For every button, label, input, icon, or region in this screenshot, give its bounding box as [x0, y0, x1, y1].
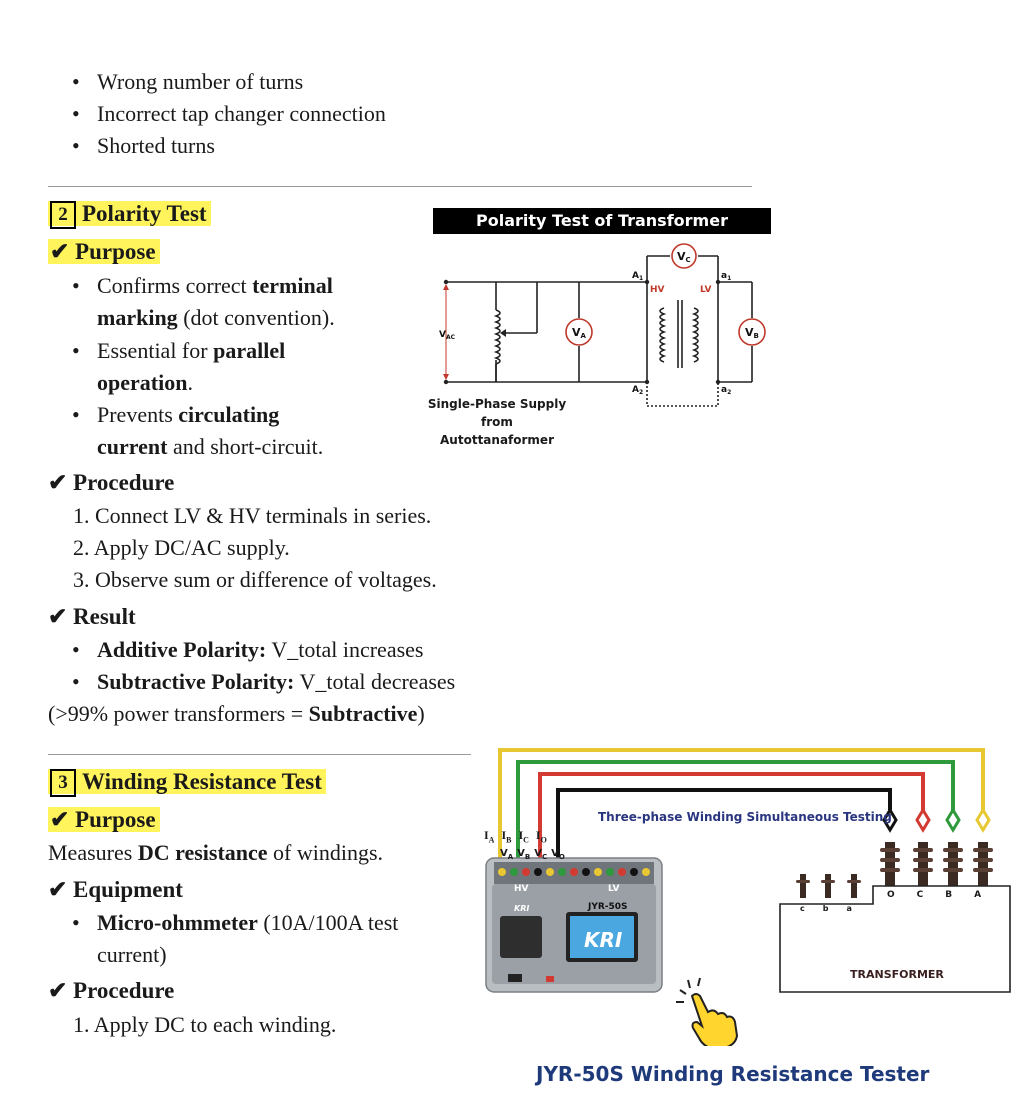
bullet: • [72, 133, 80, 158]
divider [48, 186, 752, 187]
tester-banner: Three-phase Winding Simultaneous Testing [598, 810, 892, 824]
tester-brand: KRI [514, 904, 530, 913]
caption-line: Single-Phase Supply [427, 397, 567, 411]
voltage-label: VB [517, 848, 531, 861]
equipment-item: Micro-ohmmeter (10A/100A test [97, 910, 399, 935]
voltage-label: VO [551, 848, 565, 861]
voltage-label: VC [534, 848, 548, 861]
bullet: • [72, 273, 80, 298]
terminal-a2: a2 [721, 385, 731, 396]
section-number: 3 [50, 769, 76, 797]
list-item-cont: operation. [97, 370, 193, 395]
procedure-heading: ✔ Procedure [48, 470, 175, 495]
list-item: Essential for parallel [97, 338, 286, 363]
meter-vb-label: VB [745, 326, 759, 340]
result-heading: ✔ Result [48, 604, 136, 629]
purpose-heading: ✔ Purpose [48, 235, 160, 269]
current-label: IA [484, 828, 495, 845]
procedure-step: 1. Apply DC to each winding. [73, 1012, 337, 1037]
divider [48, 754, 471, 755]
list-item-cont: current and short-circuit. [97, 434, 324, 459]
purpose-heading-text: ✔ Purpose [48, 239, 160, 264]
meter-va-label: VA [572, 326, 587, 340]
list-item-cont: marking (dot convention). [97, 305, 335, 330]
bullet: • [72, 637, 80, 662]
lv-label: LV [700, 285, 711, 295]
result-item: Additive Polarity: V_total increases [97, 637, 424, 662]
current-label: IB [501, 828, 512, 845]
tester-svg [485, 748, 1011, 993]
purpose-heading-text: ✔ Purpose [48, 807, 160, 832]
purpose-heading: ✔ Purpose [48, 803, 160, 837]
list-item: Incorrect tap changer connection [97, 101, 386, 126]
hv-terminal-label: HV [514, 884, 529, 894]
diagram-caption: Single-Phase Supply from Autottanaformer [422, 395, 572, 449]
voltage-label: VA [500, 848, 514, 861]
procedure-heading: ✔ Procedure [48, 978, 175, 1003]
tester-caption: JYR-50S Winding Resistance Tester [536, 1062, 930, 1086]
tester-model: JYR-50S [588, 902, 628, 912]
current-label: IC [518, 828, 529, 845]
vac-label: VAC [439, 330, 456, 341]
meter-vc-label: VC [677, 250, 691, 264]
tester-illustration: Three-phase Winding Simultaneous Testing… [478, 744, 1018, 1094]
bullet: • [72, 101, 80, 126]
procedure-step: 2. Apply DC/AC supply. [73, 535, 290, 560]
procedure-step: 1. Connect LV & HV terminals in series. [73, 503, 432, 528]
circuit-svg: VA VB VC VAC A1 A2 a1 a2 HV LV [439, 243, 766, 407]
result-item: Subtractive Polarity: V_total decreases [97, 669, 456, 694]
list-item: Wrong number of turns [97, 69, 304, 94]
polarity-diagram: Polarity Test of Transformer [428, 208, 772, 447]
terminal-A2: A2 [632, 385, 643, 396]
current-labels: IA IB IC IO [484, 828, 547, 844]
section-title: Winding Resistance Test [82, 769, 322, 794]
list-item: Prevents circulating [97, 402, 280, 427]
current-label: IO [535, 828, 547, 845]
bullet: • [72, 402, 80, 427]
purpose-text: Measures DC resistance of windings. [48, 840, 384, 865]
equipment-heading: ✔ Equipment [48, 877, 183, 902]
screen-logo: KRI [584, 928, 623, 952]
lv-terminal-label: LV [608, 884, 620, 894]
bullet: • [72, 69, 80, 94]
terminal-A1: A1 [632, 271, 643, 282]
section-number: 2 [50, 201, 76, 229]
transformer-label: TRANSFORMER [850, 968, 944, 981]
diagram-title: Polarity Test of Transformer [433, 208, 771, 234]
section-title: Polarity Test [82, 201, 207, 226]
pointing-hand-icon [676, 977, 739, 1046]
procedure-step: 3. Observe sum or difference of voltages… [73, 567, 437, 592]
bullet: • [72, 669, 80, 694]
bullet: • [72, 910, 80, 935]
bullet: • [72, 338, 80, 363]
result-note: (>99% power transformers = Subtractive) [48, 701, 425, 726]
equipment-item-cont: current) [97, 942, 167, 967]
list-item: Confirms correct terminal [97, 273, 333, 298]
terminal-a1: a1 [721, 271, 731, 282]
hv-label: HV [650, 285, 665, 295]
list-item: Shorted turns [97, 133, 215, 158]
caption-line: from Autottanaformer [440, 415, 554, 447]
